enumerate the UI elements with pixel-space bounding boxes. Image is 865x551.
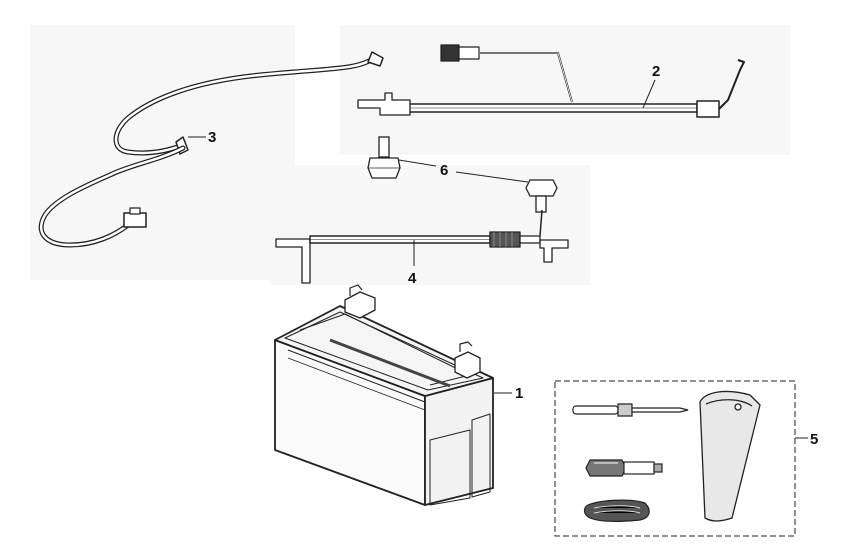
- positive-cable[interactable]: [357, 44, 745, 118]
- callout-6-label: 6: [440, 162, 448, 179]
- ground-cable[interactable]: [38, 51, 384, 248]
- background-panels: [30, 25, 790, 285]
- callout-6-leader-left: [398, 159, 437, 167]
- tool-kit-outline: [554, 380, 796, 537]
- callout-6-leader-right: [455, 171, 529, 183]
- negative-cable[interactable]: [275, 209, 569, 284]
- callout-5-label: 5: [810, 431, 818, 448]
- battery[interactable]: [274, 284, 494, 506]
- callout-1-label: 1: [515, 385, 523, 402]
- bolt-right[interactable]: [525, 179, 558, 213]
- spark-plug-wrench: [585, 459, 663, 477]
- screwdriver: [572, 403, 689, 417]
- bolt-left[interactable]: [367, 136, 401, 179]
- tool-kit[interactable]: [554, 380, 796, 537]
- tool-pouch: [699, 390, 761, 522]
- callout-4-label: 4: [408, 270, 417, 287]
- fuse: [583, 499, 650, 522]
- callout-2-label: 2: [652, 63, 660, 80]
- callout-3-label: 3: [208, 129, 216, 146]
- callout-2-leader: [642, 79, 656, 109]
